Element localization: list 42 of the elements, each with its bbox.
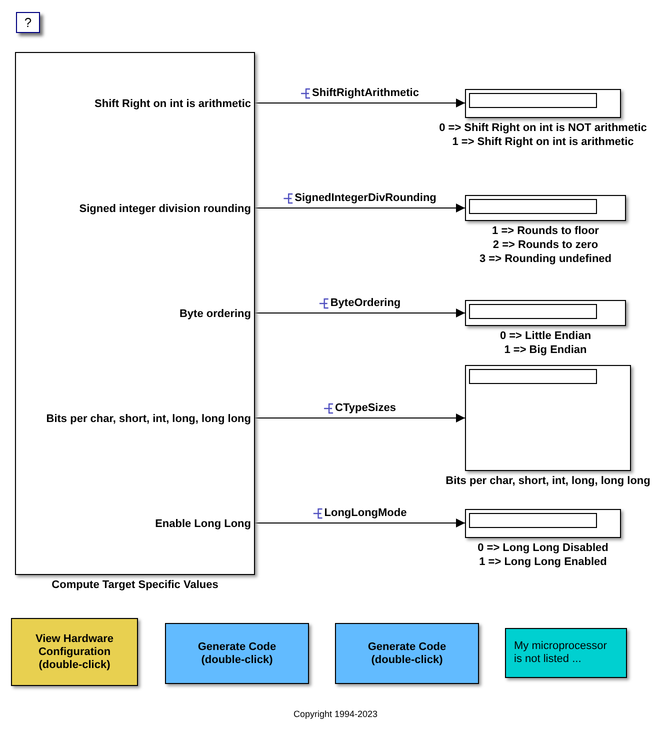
port-label: Byte ordering <box>179 308 251 320</box>
display-block <box>465 509 621 538</box>
port-label: Bits per char, short, int, long, long long <box>46 413 251 425</box>
block-text: Generate Code (double-click) <box>196 640 278 666</box>
block-caption: 1 => Rounds to floor <box>492 224 599 238</box>
signal-name: ByteOrdering <box>330 297 401 309</box>
block-caption: 3 => Rounding undefined <box>480 252 612 266</box>
block-caption: 0 => Little Endian <box>500 329 592 343</box>
action-block <box>165 623 309 684</box>
block-caption: 0 => Long Long Disabled <box>478 541 608 555</box>
subsystem-block <box>15 52 255 575</box>
block-text: View Hardware Configuration (double-click) <box>34 632 115 672</box>
port-label: Enable Long Long <box>155 518 251 530</box>
block-caption: Compute Target Specific Values <box>52 578 218 592</box>
block-text: Generate Code (double-click) <box>366 640 448 666</box>
copyright-text: Copyright 1994-2023 <box>293 709 378 719</box>
display-block <box>465 365 631 471</box>
signal-arrow <box>254 204 466 212</box>
action-block <box>335 623 479 684</box>
block-caption: 1 => Shift Right on int is arithmetic <box>452 135 634 149</box>
signal-name: CTypeSizes <box>335 402 396 414</box>
signal-arrow <box>254 98 466 108</box>
help-button: ? <box>16 12 40 33</box>
block-caption: 1 => Long Long Enabled <box>479 555 607 569</box>
action-block <box>505 628 627 678</box>
block-caption: 1 => Big Endian <box>504 343 587 357</box>
display-block <box>465 89 621 118</box>
signal-name: LongLongMode <box>324 507 407 519</box>
display-block <box>465 195 626 221</box>
signal-arrow <box>254 518 466 528</box>
signal-name: ShiftRightArithmetic <box>312 87 419 99</box>
signal-arrow <box>254 308 466 318</box>
block-text: My microprocessor is not listed ... <box>514 640 608 666</box>
block-caption: 0 => Shift Right on int is NOT arithmetic <box>439 121 647 135</box>
port-label: Signed integer division rounding <box>79 203 251 215</box>
display-block <box>465 300 626 326</box>
port-label: Shift Right on int is arithmetic <box>94 98 251 110</box>
block-caption: 2 => Rounds to zero <box>492 238 598 252</box>
signal-arrow <box>254 414 466 422</box>
action-block <box>11 618 138 686</box>
signal-name: SignedIntegerDivRounding <box>294 192 436 204</box>
block-caption: Bits per char, short, int, long, long long <box>446 474 650 488</box>
